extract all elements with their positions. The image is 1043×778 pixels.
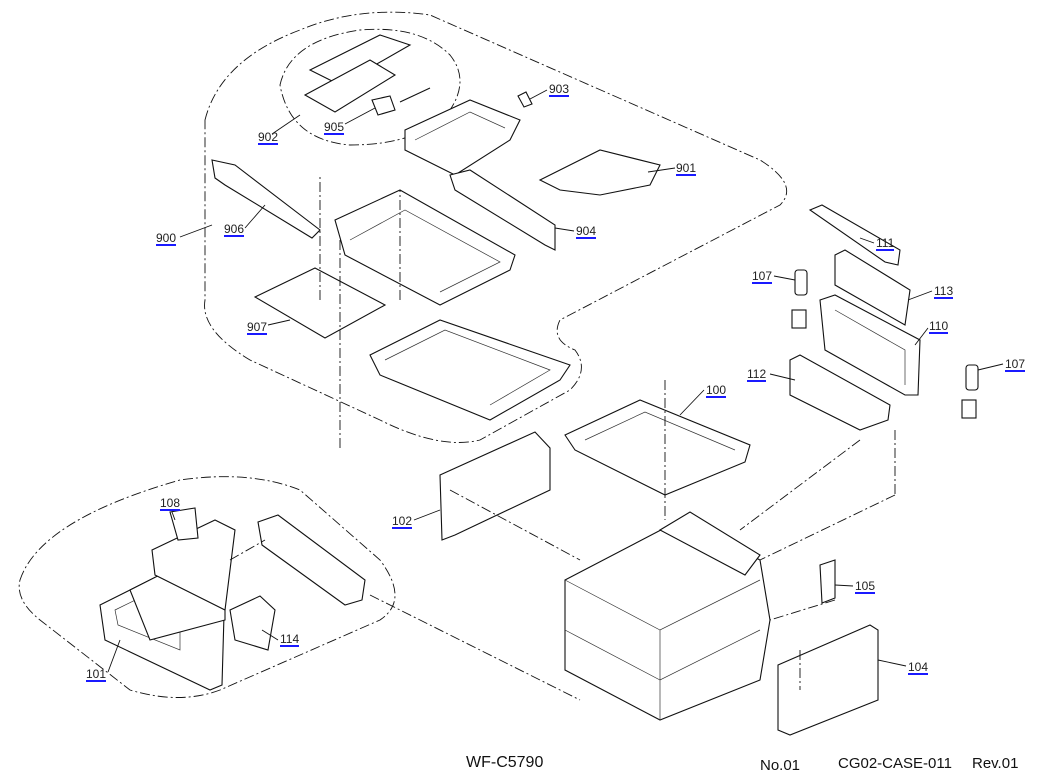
group-outline-900 — [204, 11, 788, 443]
part-901 — [538, 149, 661, 196]
part-printer-top-frame — [658, 511, 761, 576]
callout-102[interactable]: 102 — [392, 514, 413, 529]
part-panel-rear-cover — [257, 514, 366, 606]
callout-107-left[interactable]: 107 — [752, 269, 773, 284]
part-110 — [819, 294, 921, 396]
part-906 — [211, 159, 321, 239]
callout-113[interactable]: 113 — [934, 284, 954, 299]
callout-100[interactable]: 100 — [706, 383, 727, 398]
callout-900[interactable]: 900 — [156, 231, 177, 246]
part-100 — [564, 399, 751, 496]
revision: Rev.01 — [972, 755, 1019, 772]
sheet-number: No.01 — [760, 757, 801, 774]
part-108 — [169, 507, 199, 541]
callout-112[interactable]: 112 — [747, 367, 767, 382]
callout-904[interactable]: 904 — [576, 224, 597, 239]
callout-108[interactable]: 108 — [160, 496, 181, 511]
callout-114[interactable]: 114 — [280, 632, 300, 647]
part-107-left — [794, 269, 808, 296]
leader-lines — [107, 89, 1004, 673]
part-112 — [789, 354, 891, 431]
part-905 — [371, 95, 396, 116]
callout-105[interactable]: 105 — [855, 579, 876, 594]
callout-104[interactable]: 104 — [908, 660, 929, 675]
part-113 — [834, 249, 911, 326]
callout-111[interactable]: 111 — [876, 236, 895, 251]
callout-101[interactable]: 101 — [86, 667, 107, 682]
part-adf-mechanism — [404, 99, 521, 176]
callout-907[interactable]: 907 — [247, 320, 268, 335]
part-907 — [253, 267, 387, 339]
part-114 — [229, 595, 276, 651]
part-903 — [517, 91, 533, 108]
alignment-lines — [229, 175, 896, 701]
callout-905[interactable]: 905 — [324, 120, 345, 135]
callout-107-right[interactable]: 107 — [1005, 357, 1026, 372]
part-902-holder — [303, 59, 397, 113]
part-104 — [777, 624, 879, 736]
callout-110[interactable]: 110 — [929, 319, 949, 334]
part-902-cover — [308, 34, 412, 86]
group-outline-902 — [279, 28, 461, 146]
group-outline-panel — [18, 476, 396, 698]
part-scanner-lower — [369, 319, 571, 421]
part-105 — [819, 559, 836, 604]
drawing-code: CG02-CASE-011 — [838, 755, 952, 772]
part-102 — [439, 431, 551, 541]
part-panel-bracket — [151, 519, 236, 611]
callout-906[interactable]: 906 — [224, 222, 245, 237]
callout-902[interactable]: 902 — [258, 130, 279, 145]
callout-901[interactable]: 901 — [676, 161, 697, 176]
part-904 — [449, 169, 556, 251]
part-107-left-base — [791, 309, 807, 329]
part-107-right-base — [961, 399, 977, 419]
model-name: WF-C5790 — [466, 754, 544, 771]
part-107-right — [965, 364, 979, 391]
callout-903[interactable]: 903 — [549, 82, 570, 97]
